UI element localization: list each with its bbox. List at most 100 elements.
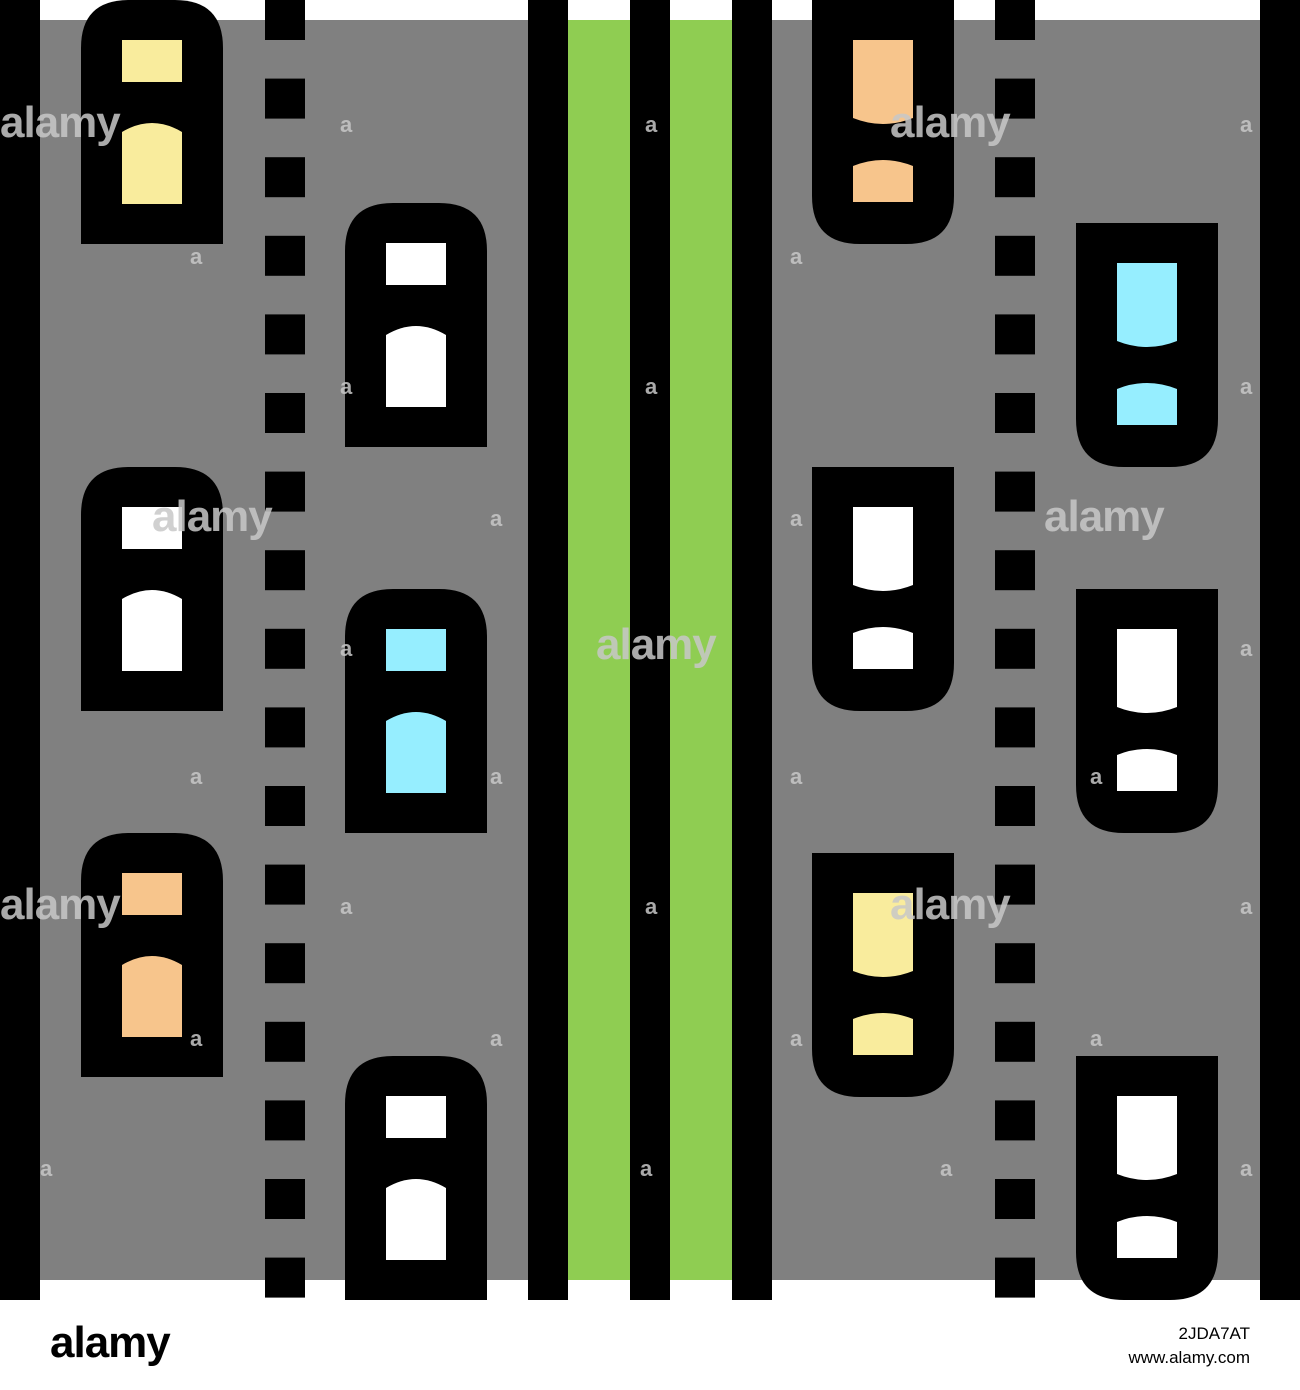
lane-divider-dash [995, 1100, 1035, 1141]
brand-logo: alamy [50, 1318, 171, 1367]
car-rear-window [1117, 1216, 1177, 1258]
car-rear-window [853, 1013, 913, 1055]
car-roof [122, 590, 182, 671]
lane-divider-dash [265, 78, 305, 119]
lane-divider-dash [265, 314, 305, 355]
car [345, 203, 487, 447]
car-windshield [122, 507, 182, 549]
car [81, 467, 223, 711]
left-edge-border [0, 0, 40, 1300]
car-roof [1117, 629, 1177, 713]
lane-divider-dash [995, 0, 1035, 40]
lane-divider-dash [995, 707, 1035, 748]
median-border-2 [630, 0, 670, 1300]
lane-divider-dash [265, 943, 305, 984]
car-body [81, 833, 223, 1077]
right-edge-border [1260, 0, 1300, 1300]
lane-divider-dash [995, 314, 1035, 355]
lane-divider-dash [265, 393, 305, 433]
car-windshield [386, 629, 446, 671]
car-body [345, 1056, 487, 1300]
car-body [81, 467, 223, 711]
car-windshield [122, 873, 182, 915]
road-with-traffic-icon [0, 0, 1300, 1300]
car-roof [386, 712, 446, 793]
image-identifier: 2JDA7AT www.alamy.com [1128, 1322, 1250, 1370]
lane-divider-dash [265, 235, 305, 276]
lane-divider-dash [265, 1100, 305, 1141]
edge-line-marking [1036, 1280, 1076, 1300]
lane-divider-dash [265, 0, 305, 40]
lane-dividers [265, 0, 1035, 1298]
car-rear-window [1117, 383, 1177, 425]
car [345, 589, 487, 833]
car-roof [853, 40, 913, 124]
lane-divider-dash [995, 471, 1035, 512]
stock-footer: alamy 2JDA7AT www.alamy.com [0, 1300, 1300, 1390]
car-rear-window [853, 160, 913, 202]
lane-divider-dash [995, 550, 1035, 591]
car-roof [122, 956, 182, 1037]
lane-divider-dash [995, 1179, 1035, 1219]
lane-divider-dash [265, 157, 305, 198]
car-roof [386, 1179, 446, 1260]
median-border-1 [528, 0, 568, 1300]
car-roof [1117, 263, 1177, 347]
car-roof [853, 507, 913, 591]
lane-divider-dash [265, 471, 305, 512]
lane-divider-dash [265, 707, 305, 748]
car [812, 467, 954, 711]
lane-divider-dash [265, 1257, 305, 1298]
lane-divider-dash [995, 78, 1035, 119]
car-roof [122, 123, 182, 204]
lane-divider-dash [995, 943, 1035, 984]
site-url: www.alamy.com [1128, 1348, 1250, 1367]
image-id: 2JDA7AT [1178, 1324, 1251, 1343]
lane-divider-dash [995, 786, 1035, 826]
car [81, 0, 223, 244]
car [345, 1056, 487, 1300]
car-roof [1117, 1096, 1177, 1180]
edge-line-marking [1218, 1280, 1260, 1300]
median-strip-left [568, 20, 630, 1280]
lane-divider-dash [265, 550, 305, 591]
car [1076, 1056, 1218, 1300]
lane-divider-dash [995, 628, 1035, 669]
car-roof [386, 326, 446, 407]
road-traffic-illustration: alamy alamy alamy alamy alamy alamy alam… [0, 0, 1300, 1300]
car [1076, 589, 1218, 833]
car-windshield [386, 243, 446, 285]
lane-divider-dash [265, 786, 305, 826]
car-body [345, 589, 487, 833]
lane-divider-dash [995, 157, 1035, 198]
car-rear-window [1117, 749, 1177, 791]
median-border-3 [732, 0, 772, 1300]
edge-line-marking [305, 1280, 345, 1300]
lane-divider-dash [265, 628, 305, 669]
car [812, 0, 954, 244]
car [1076, 223, 1218, 467]
edge-line-marking [568, 1280, 630, 1300]
edge-line-marking [772, 1280, 812, 1300]
median-strip-right [670, 20, 732, 1280]
car-rear-window [853, 627, 913, 669]
lane-divider-dash [995, 1021, 1035, 1062]
lane-divider-dash [265, 1179, 305, 1219]
edge-line-marking [488, 1280, 528, 1300]
car-windshield [386, 1096, 446, 1138]
car-windshield [122, 40, 182, 82]
car [81, 833, 223, 1077]
edge-line-marking [40, 1280, 265, 1300]
cars [81, 0, 1218, 1300]
edge-line-marking [670, 1280, 732, 1300]
lane-divider-dash [265, 1021, 305, 1062]
lane-divider-dash [995, 864, 1035, 905]
lane-divider-dash [995, 393, 1035, 433]
car-roof [853, 893, 913, 977]
car [812, 853, 954, 1097]
car-body [81, 0, 223, 244]
lane-divider-dash [995, 235, 1035, 276]
car-body [345, 203, 487, 447]
lane-divider-dash [995, 1257, 1035, 1298]
lane-divider-dash [265, 864, 305, 905]
